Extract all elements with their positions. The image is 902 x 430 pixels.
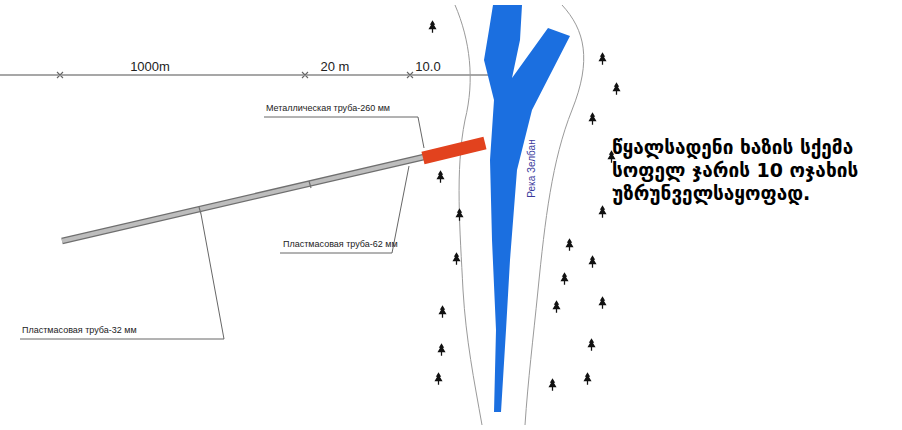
tree-symbol — [612, 82, 620, 95]
tree-symbols — [428, 20, 620, 391]
pipe-label: Пластмасовая труба-62 мм — [283, 240, 398, 250]
river — [484, 5, 570, 412]
tree-symbol — [552, 300, 560, 313]
river-bank-left — [455, 5, 482, 425]
tree-symbol — [583, 372, 591, 385]
tree-symbol — [455, 208, 463, 221]
tree-symbol — [598, 205, 606, 218]
distance-label: 20 m — [321, 60, 350, 74]
tree-symbol — [434, 372, 442, 385]
distance-label: 1000m — [130, 60, 170, 74]
tree-symbol — [436, 170, 444, 183]
distance-axis — [0, 72, 488, 78]
tree-symbol — [548, 378, 556, 391]
tree-symbol — [438, 305, 446, 318]
tree-symbol — [598, 52, 606, 65]
tree-symbol — [565, 238, 573, 251]
tree-symbol — [588, 255, 596, 268]
tree-symbol — [560, 272, 568, 285]
tree-symbol — [598, 296, 606, 309]
pipe-line — [62, 143, 485, 241]
tree-symbol — [588, 112, 596, 125]
distance-label: 10.0 — [415, 60, 440, 74]
leader-lines — [20, 117, 424, 339]
tree-symbol — [587, 338, 595, 351]
tree-symbol — [437, 343, 445, 356]
pipe-label: Металлическая труба-260 мм — [266, 104, 390, 114]
pipe-label: Пластмасовая труба-32 мм — [22, 326, 137, 336]
caption: წყალსადენი ხაზის სქემა სოფელ ჯარის 10 ოჯ… — [612, 136, 882, 206]
tree-symbol — [428, 20, 436, 33]
tree-symbol — [452, 252, 460, 265]
river-name: Река Зелбан — [525, 138, 536, 198]
